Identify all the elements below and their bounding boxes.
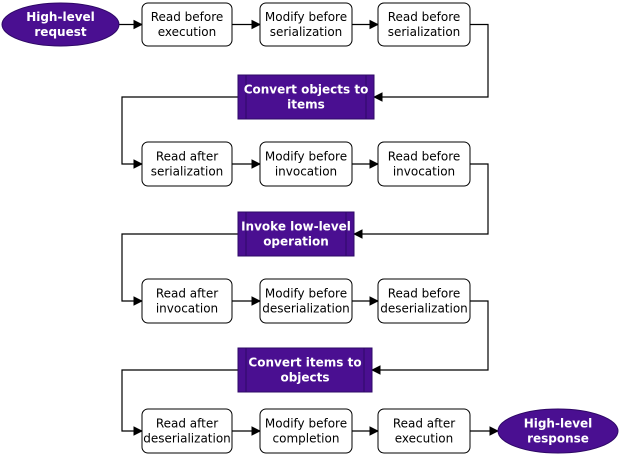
node-label-line: Modify before xyxy=(265,10,347,24)
step-box xyxy=(259,278,353,324)
connector-arrow xyxy=(353,163,489,239)
node-label-line: invocation xyxy=(275,165,337,179)
node-label-line: items xyxy=(287,98,325,112)
step-box xyxy=(259,2,353,47)
node-label-line: Read after xyxy=(156,150,218,164)
node-label-line: Read before xyxy=(388,10,461,24)
node-label-line: request xyxy=(34,25,86,39)
step-box xyxy=(259,408,353,454)
node-label-line: Read before xyxy=(388,287,461,301)
step-box xyxy=(377,408,471,454)
node-label-line: objects xyxy=(280,371,329,385)
process-box xyxy=(237,347,373,393)
step-box xyxy=(141,408,233,454)
step-box xyxy=(259,141,353,187)
node-label-line: execution xyxy=(395,432,453,446)
connector-arrow xyxy=(121,369,238,436)
node-label-line: Read after xyxy=(156,287,218,301)
terminal-ellipse xyxy=(1,2,120,47)
node-label-line: Modify before xyxy=(265,287,347,301)
node-label-line: Read after xyxy=(393,417,455,431)
connector-arrow xyxy=(371,300,489,375)
step-box xyxy=(141,278,233,324)
connector-arrow xyxy=(121,96,238,169)
node-label-line: Convert objects to xyxy=(244,83,369,97)
terminal-ellipse xyxy=(497,408,619,454)
step-box xyxy=(377,141,471,187)
node-label-line: High-level xyxy=(524,417,593,431)
connector-arrow xyxy=(121,233,238,306)
node-label-line: deserialization xyxy=(143,432,231,446)
node-label-line: serialization xyxy=(151,165,224,179)
connector-arrow xyxy=(373,23,489,102)
node-label-line: invocation xyxy=(393,165,455,179)
node-label-line: operation xyxy=(263,235,329,249)
node-label-line: Read before xyxy=(388,150,461,164)
step-box xyxy=(141,2,233,47)
process-box xyxy=(237,211,355,257)
node-label-line: response xyxy=(527,432,589,446)
node-label-line: deserialization xyxy=(380,302,468,316)
node-label-line: serialization xyxy=(388,25,461,39)
step-box xyxy=(141,141,233,187)
step-box xyxy=(377,2,471,47)
node-label-line: Read before xyxy=(151,10,224,24)
node-label-line: High-level xyxy=(26,10,95,24)
node-label-line: execution xyxy=(158,25,216,39)
node-label-line: invocation xyxy=(156,302,218,316)
node-label-line: Invoke low-level xyxy=(241,220,351,234)
node-label-line: deserialization xyxy=(262,302,350,316)
node-label-line: serialization xyxy=(270,25,343,39)
node-label-line: completion xyxy=(273,432,340,446)
process-box xyxy=(237,74,375,120)
step-box xyxy=(377,278,471,324)
node-label-line: Modify before xyxy=(265,417,347,431)
node-label-line: Read after xyxy=(156,417,218,431)
node-label-line: Modify before xyxy=(265,150,347,164)
node-label-line: Convert items to xyxy=(248,356,361,370)
